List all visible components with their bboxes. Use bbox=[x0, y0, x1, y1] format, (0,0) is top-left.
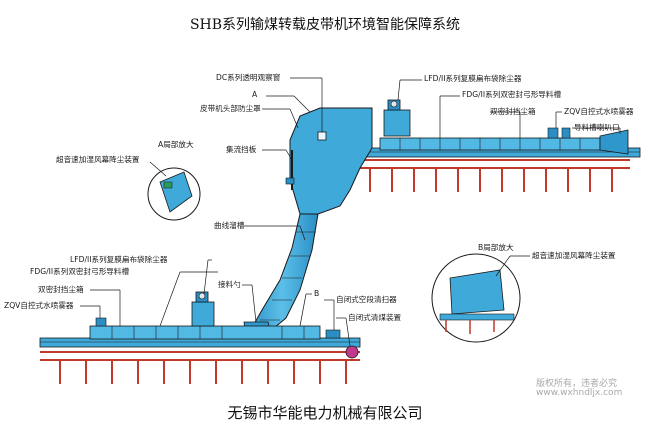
label-curve-chute: 曲线溜槽 bbox=[214, 220, 245, 230]
top-support-frame bbox=[352, 159, 630, 192]
top-guide-chute bbox=[379, 137, 601, 151]
bottom-guide-chute bbox=[89, 325, 321, 340]
dc-observation-window bbox=[317, 131, 327, 141]
label-top-zqv: ZQV自控式水喷雾器 bbox=[564, 106, 634, 116]
bottom-conveyor bbox=[39, 291, 361, 384]
diagram-labels: DC系列透明观察窗 A 皮带机头部防尘罩 集流挡板 LFD/II系列复膜扁布袋除… bbox=[4, 72, 634, 322]
bottom-zqv-sprayer bbox=[95, 317, 107, 327]
label-a-detail-device: 超音速加湿风幕降尘装置 bbox=[56, 154, 140, 164]
empty-section-cleaner bbox=[325, 329, 341, 339]
top-lfd-dust-collector bbox=[383, 99, 411, 137]
label-top-fdg: FDG/II系列双密封弓形导料槽 bbox=[462, 89, 561, 99]
bottom-tail-pulley bbox=[345, 345, 359, 359]
diagram-title: SHB系列输煤转载皮带机环境智能保障系统 bbox=[189, 17, 461, 33]
bottom-lfd-dust-collector bbox=[191, 291, 215, 327]
detail-circle-a bbox=[147, 167, 201, 221]
label-collect-plate: 集流挡板 bbox=[226, 144, 257, 154]
leader-lines bbox=[80, 77, 621, 347]
label-head-cover: 皮带机头部防尘罩 bbox=[200, 103, 261, 113]
company-name: 无锡市华能电力机械有限公司 bbox=[227, 404, 423, 422]
label-a-detail: A局部放大 bbox=[158, 139, 194, 149]
label-self-cleaner: 自闭式清煤装置 bbox=[348, 312, 402, 322]
head-dust-hood bbox=[289, 107, 373, 215]
watermark-url: www.wxhndljx.com bbox=[536, 388, 623, 398]
label-bot-lfd: LFD/II系列复膜扁布袋除尘器 bbox=[70, 254, 168, 264]
label-top-seal: 双密封挡尘箱 bbox=[490, 106, 536, 116]
curve-chute bbox=[245, 213, 319, 339]
label-top-horn: 导料槽喇叭口 bbox=[574, 122, 620, 132]
label-a-mark: A bbox=[252, 90, 258, 99]
label-b-detail-device: 超音速加湿风幕降尘装置 bbox=[532, 250, 616, 260]
label-bot-fdg: FDG/II系列双密封弓形导料槽 bbox=[30, 266, 129, 276]
top-horn-mouth bbox=[599, 129, 629, 155]
bottom-support-frame bbox=[40, 351, 360, 384]
label-b-mark: B bbox=[314, 289, 319, 298]
label-top-lfd: LFD/II系列复膜扁布袋除尘器 bbox=[424, 73, 522, 83]
label-empty-cleaner: 自闭式空段清扫器 bbox=[336, 294, 397, 304]
label-dc-window: DC系列透明观察窗 bbox=[216, 72, 280, 82]
detail-circle-b bbox=[431, 253, 521, 343]
label-b-detail: B局部放大 bbox=[478, 242, 514, 252]
label-receive-spoon: 接料勺 bbox=[218, 279, 241, 289]
watermark-copyright: 版权所有，违者必究 bbox=[536, 379, 618, 389]
head-hood-and-chute bbox=[243, 107, 373, 341]
top-zqv-sprayer bbox=[547, 127, 571, 139]
label-bot-zqv: ZQV自控式水喷雾器 bbox=[4, 300, 74, 310]
label-bot-seal: 双密封挡尘箱 bbox=[38, 284, 84, 294]
